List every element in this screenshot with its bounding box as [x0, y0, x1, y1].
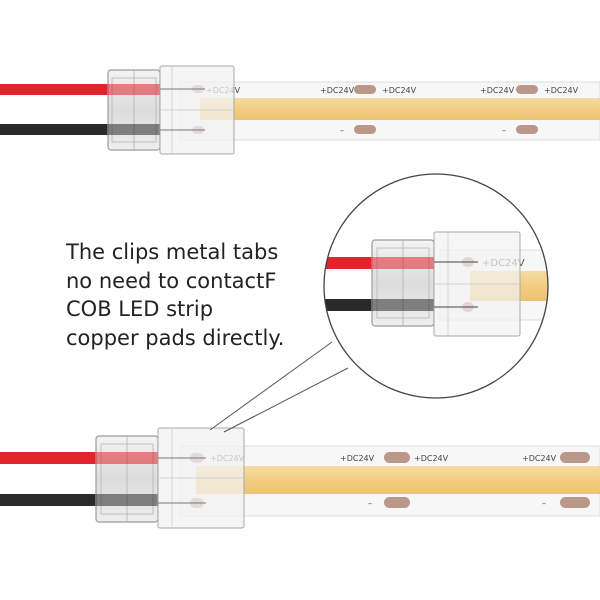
top-copper-pads: [192, 85, 538, 134]
bottom-label-neg: –: [368, 499, 372, 508]
callout-leader-line: [209, 341, 333, 431]
caption-line: no need to contactF: [66, 268, 277, 293]
top-connector: [107, 65, 235, 155]
top-label-dc24v: +DC24V: [382, 86, 417, 95]
bottom-red-wire: [0, 452, 110, 464]
zoom-callout: +DC24V: [209, 173, 549, 433]
bottom-label-dc24v: +DC24V: [340, 454, 375, 463]
top-label-dc24v: +DC24V: [320, 86, 355, 95]
bottom-connector: [95, 427, 245, 529]
bottom-strip-assembly: +DC24V +DC24V +DC24V +DC24V – –: [0, 427, 600, 529]
caption-line: copper pads directly.: [66, 325, 285, 350]
top-cob-phosphor: [200, 98, 600, 120]
top-label-dc24v: +DC24V: [544, 86, 579, 95]
caption-line: COB LED strip: [66, 297, 214, 321]
caption-line: The clips metal tabs: [66, 240, 279, 264]
top-red-wire: [0, 84, 120, 95]
bottom-cob-phosphor: [196, 466, 600, 494]
top-label-dc24v: +DC24V: [480, 86, 515, 95]
top-black-wire: [0, 124, 120, 135]
top-label-neg: –: [340, 126, 344, 135]
bottom-label-dc24v: +DC24V: [414, 454, 449, 463]
bottom-label-dc24v: +DC24V: [522, 454, 557, 463]
top-label-neg: –: [502, 126, 506, 135]
caption-text: The clips metal tabs no need to contactF…: [66, 238, 326, 352]
zoom-circle-border: [323, 173, 549, 399]
bottom-black-wire: [0, 494, 110, 506]
bottom-label-neg: –: [542, 499, 546, 508]
zoom-content: +DC24V: [324, 231, 548, 337]
top-strip-assembly: +DC24V +DC24V +DC24V +DC24V +DC24V – –: [0, 65, 600, 155]
callout-leader-line: [223, 367, 349, 433]
